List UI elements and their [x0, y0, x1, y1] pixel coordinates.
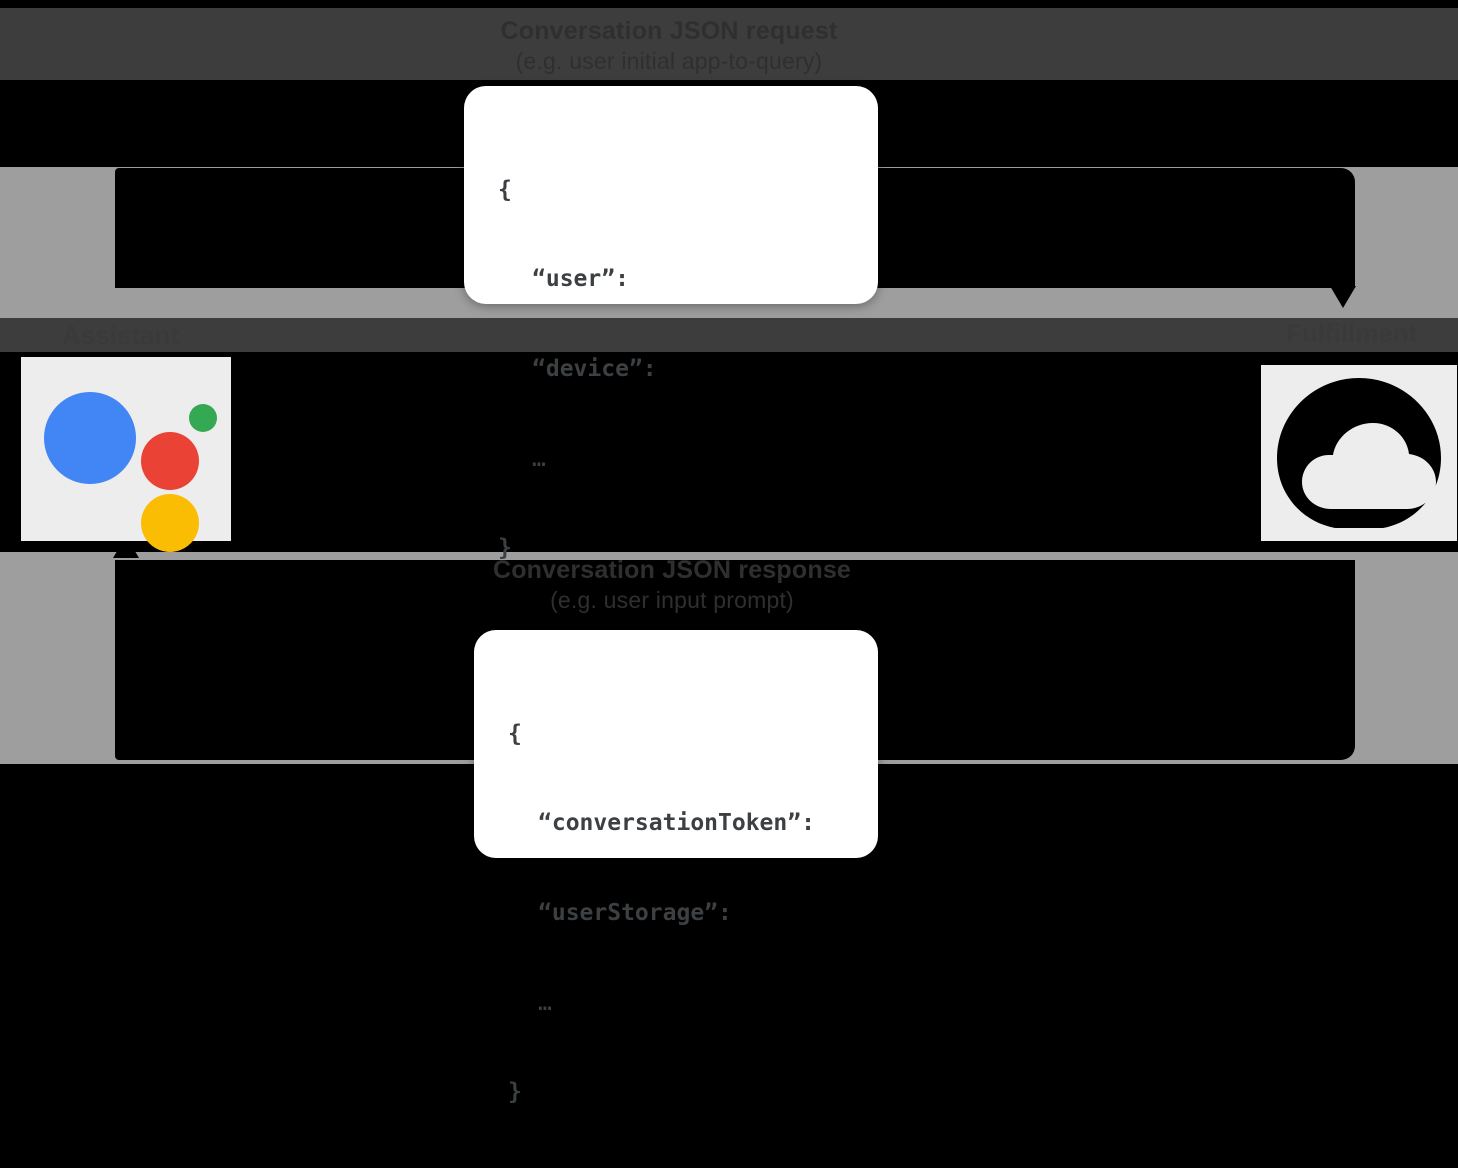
response-json-close: }: [508, 1079, 522, 1106]
response-json-line-2: “userStorage”:: [538, 900, 732, 927]
center-connector-plate: [0, 352, 1458, 548]
assistant-dot-green-icon: [189, 404, 217, 432]
response-json-ellipsis: …: [538, 989, 553, 1016]
fulfillment-endpoint-label: Fulfillment: [1286, 318, 1418, 348]
fulfillment-endpoint-tile[interactable]: [1261, 365, 1457, 541]
diagram-canvas: Conversation JSON request (e.g. user ini…: [0, 8, 1458, 1106]
cloud-icon: [1277, 378, 1441, 528]
assistant-dot-blue-icon: [44, 392, 136, 484]
request-title-strip: [0, 8, 1458, 80]
request-flow-label-line2: (e.g. user initial app-to-query): [515, 47, 823, 74]
response-flow-label-line2: (e.g. user input prompt): [550, 586, 794, 613]
assistant-dot-red-icon: [141, 432, 199, 490]
request-json-close: }: [498, 535, 512, 562]
assistant-dot-yellow-icon: [141, 494, 199, 552]
endpoint-label-strip: [0, 318, 1458, 352]
request-flow-label: Conversation JSON request (e.g. user ini…: [429, 16, 909, 75]
assistant-endpoint-label: Assistant: [62, 320, 180, 350]
request-json-ellipsis: …: [532, 445, 547, 472]
request-arrow-head-icon: [1330, 286, 1356, 308]
response-json-card: { “conversationToken”: “userStorage”: … …: [474, 630, 878, 1105]
response-json-open: {: [508, 720, 522, 747]
request-json-card: { “user”: “device”: … }: [464, 86, 878, 561]
response-json-line-1: “conversationToken”:: [538, 810, 815, 837]
request-json-line-1: “user”:: [532, 266, 629, 293]
request-json-open: {: [498, 176, 512, 203]
google-assistant-icon: [41, 374, 217, 552]
response-flow-label: Conversation JSON response (e.g. user in…: [432, 555, 912, 614]
request-flow-label-line1: Conversation JSON request: [500, 17, 838, 45]
response-flow-label-line1: Conversation JSON response: [492, 556, 852, 584]
assistant-endpoint-tile[interactable]: [21, 357, 231, 552]
request-json-line-2: “device”:: [532, 356, 657, 383]
